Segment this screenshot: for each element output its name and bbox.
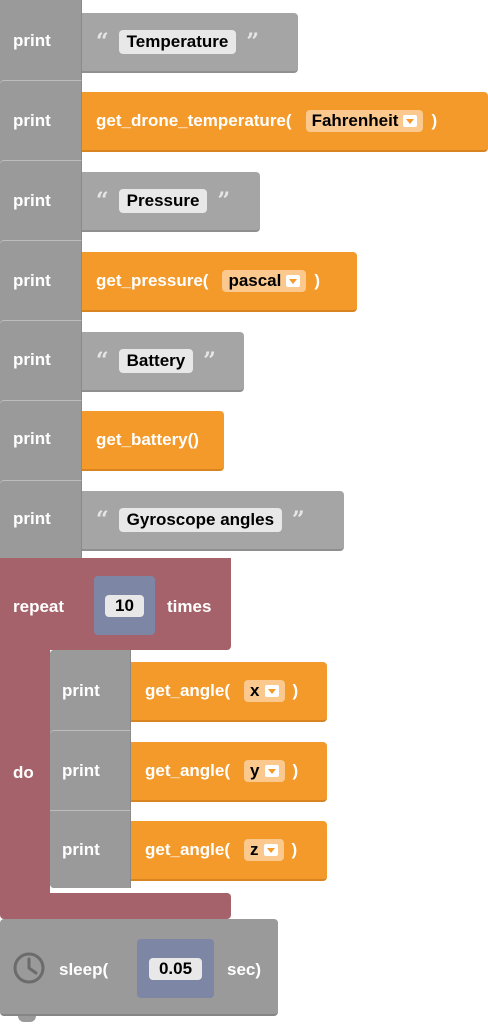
dropdown-value: z	[250, 840, 259, 859]
close-paren: )	[314, 271, 321, 290]
dropdown-arrow-icon	[263, 844, 278, 856]
unit-dropdown[interactable]: pascal	[222, 270, 307, 292]
string-field-pressure[interactable]: Pressure	[118, 189, 208, 213]
string-field-temperature[interactable]: Temperature	[118, 30, 237, 54]
open-quote-icon: “	[96, 188, 109, 214]
print-label: print	[62, 761, 100, 780]
open-quote-icon: “	[96, 507, 109, 533]
print-label: print	[13, 271, 51, 290]
repeat-block-body	[0, 650, 50, 893]
inner-print-block-y[interactable]: print	[50, 730, 131, 810]
dropdown-arrow-icon	[264, 685, 279, 697]
function-name: get_angle(	[145, 761, 231, 780]
close-quote-icon: ”	[246, 29, 260, 55]
do-label: do	[13, 763, 34, 782]
print-label: print	[13, 111, 51, 130]
print-label: print	[13, 191, 51, 210]
open-quote-icon: “	[96, 348, 109, 374]
close-paren: )	[291, 840, 298, 859]
dropdown-arrow-icon	[264, 765, 279, 777]
repeat-count-field[interactable]: 10	[105, 594, 144, 617]
repeat-block-footer	[0, 893, 231, 919]
close-paren: )	[292, 761, 299, 780]
function-name: get_pressure(	[96, 271, 209, 290]
axis-dropdown[interactable]: z	[244, 839, 284, 861]
dropdown-value: pascal	[228, 271, 282, 290]
clock-icon	[13, 952, 45, 984]
string-block-temperature[interactable]: “ Temperature ”	[82, 13, 298, 73]
dropdown-value: y	[250, 761, 260, 780]
sleep-unit-label: sec)	[227, 960, 262, 979]
function-block-get-angle-x[interactable]: get_angle( x )	[131, 662, 327, 722]
string-field-gyroscope-angles[interactable]: Gyroscope angles	[118, 508, 283, 532]
string-block-pressure[interactable]: “ Pressure ”	[82, 172, 260, 232]
close-quote-icon: ”	[203, 348, 216, 374]
inner-print-block-x[interactable]: print	[50, 650, 131, 730]
print-label: print	[13, 31, 51, 50]
repeat-count-slot[interactable]: 10	[94, 576, 155, 635]
axis-dropdown[interactable]: x	[244, 680, 285, 702]
print-label: print	[13, 429, 51, 448]
dropdown-value: x	[250, 681, 260, 700]
axis-dropdown[interactable]: y	[244, 760, 285, 782]
function-name: get_battery()	[96, 430, 199, 449]
string-block-gyroscope-angles[interactable]: “ Gyroscope angles ”	[82, 491, 344, 551]
close-paren: )	[292, 681, 299, 700]
print-block-4[interactable]: print	[0, 240, 82, 320]
close-quote-icon: ”	[292, 507, 305, 533]
function-block-get-angle-y[interactable]: get_angle( y )	[131, 742, 327, 802]
print-label: print	[62, 840, 100, 859]
dropdown-arrow-icon	[403, 115, 418, 127]
unit-dropdown[interactable]: Fahrenheit	[305, 110, 424, 132]
function-name: get_angle(	[145, 840, 231, 859]
function-name: get_angle(	[145, 681, 231, 700]
repeat-label: repeat	[13, 597, 65, 616]
sleep-duration-field[interactable]: 0.05	[148, 957, 203, 980]
print-block-1[interactable]: print	[0, 0, 82, 80]
function-name: get_drone_temperature(	[96, 111, 292, 130]
string-field-battery[interactable]: Battery	[118, 349, 194, 373]
function-block-get-drone-temperature[interactable]: get_drone_temperature( Fahrenheit )	[82, 92, 488, 152]
inner-print-block-z[interactable]: print	[50, 810, 131, 888]
function-block-get-pressure[interactable]: get_pressure( pascal )	[82, 252, 357, 312]
print-block-3[interactable]: print	[0, 160, 82, 240]
open-quote-icon: “	[96, 29, 109, 55]
print-block-6[interactable]: print	[0, 400, 82, 480]
print-block-7[interactable]: print	[0, 480, 82, 558]
sleep-duration-slot[interactable]: 0.05	[137, 939, 214, 998]
close-quote-icon: ”	[217, 188, 231, 214]
function-block-get-battery[interactable]: get_battery()	[82, 411, 224, 471]
print-block-5[interactable]: print	[0, 320, 82, 400]
function-block-get-angle-z[interactable]: get_angle( z )	[131, 821, 327, 881]
print-label: print	[13, 509, 51, 528]
print-label: print	[13, 350, 51, 369]
print-block-2[interactable]: print	[0, 80, 82, 160]
close-paren: )	[431, 111, 438, 130]
dropdown-arrow-icon	[286, 275, 301, 287]
string-block-battery[interactable]: “ Battery ”	[82, 332, 244, 392]
sleep-label: sleep(	[59, 960, 109, 979]
bottom-notch	[18, 1016, 36, 1022]
times-label: times	[167, 597, 212, 616]
dropdown-value: Fahrenheit	[311, 111, 399, 130]
print-label: print	[62, 681, 100, 700]
